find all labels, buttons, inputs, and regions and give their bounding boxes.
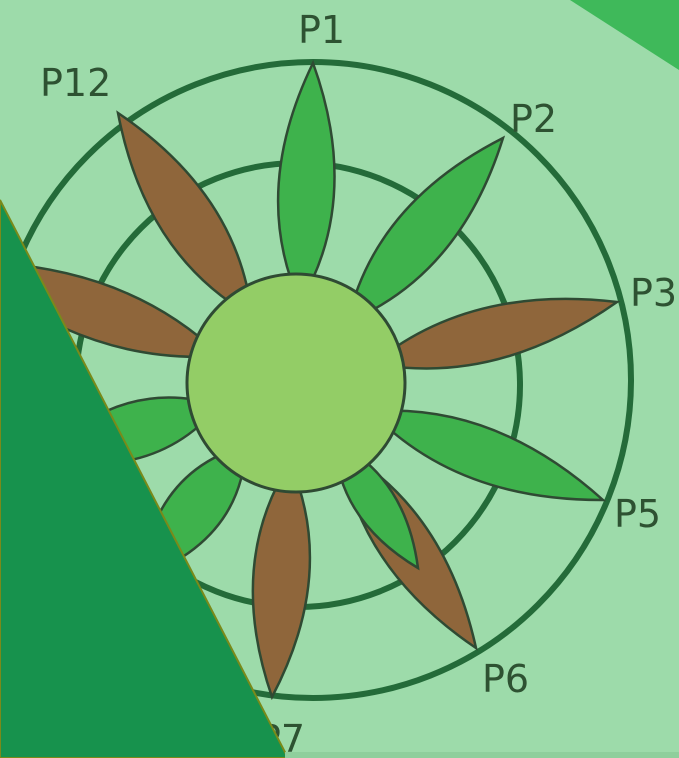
- label-p2: P2: [510, 97, 557, 141]
- label-p3: P3: [630, 271, 677, 315]
- label-p12: P12: [40, 61, 111, 105]
- label-p1: P1: [298, 8, 345, 52]
- center-disc: [187, 274, 405, 492]
- label-p5: P5: [614, 492, 661, 536]
- bottom-strip: [285, 752, 679, 758]
- label-p6: P6: [482, 657, 529, 701]
